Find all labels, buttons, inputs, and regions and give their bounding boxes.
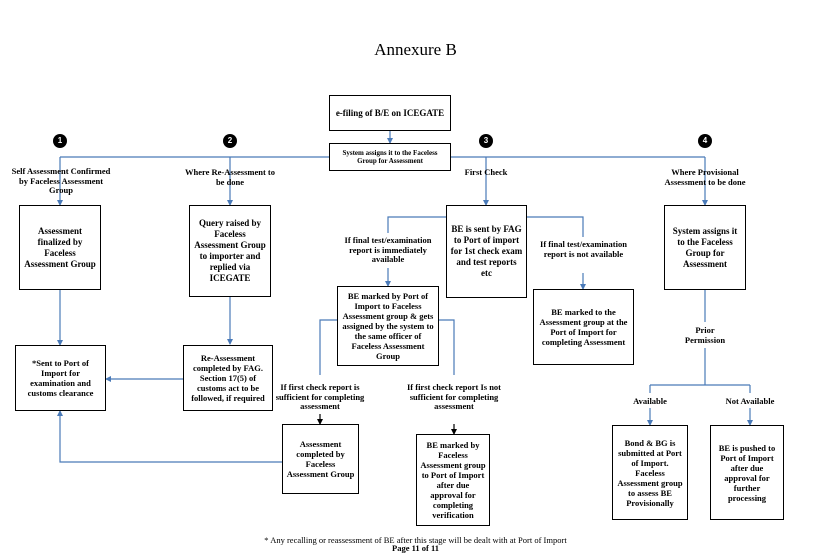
- be-pushed-box: BE is pushed to Port of Import after due…: [710, 425, 784, 520]
- page-title: Annexure B: [374, 40, 457, 59]
- connector-be-marked-left: [319, 319, 337, 375]
- system-assigns-box: System assigns it to the Faceless Group …: [329, 143, 451, 171]
- label-final-test-available: If final test/examination report is imme…: [344, 235, 432, 264]
- label-first-check: First Check: [464, 167, 508, 177]
- connector-be-right-branch: [526, 216, 584, 237]
- system-assigns-provisional-box: System assigns it to the Faceless Group …: [664, 205, 746, 290]
- page-number: Page 11 of 11: [392, 543, 439, 553]
- assessment-completed-faceless-box: Assessment completed by Faceless Assessm…: [282, 424, 359, 494]
- footer-note: * Any recalling or reassessment of BE af…: [264, 535, 567, 545]
- bond-bg-box: Bond & BG is submitted at Port of Import…: [612, 425, 688, 520]
- label-where-provisional: Where Provisional Assessment to be done: [664, 167, 746, 187]
- assessment-finalized-box: Assessment finalized by Faceless Assessm…: [19, 205, 101, 290]
- step-2-badge: 2: [223, 134, 237, 148]
- be-marked-faceless-verification-box: BE marked by Faceless Assessment group t…: [416, 434, 490, 526]
- be-sent-fag-box: BE is sent by FAG to Port of import for …: [446, 205, 527, 298]
- reassessment-completed-box: Re-Assessment completed by FAG. Section …: [183, 345, 273, 411]
- label-prior-permission: Prior Permission: [684, 325, 726, 345]
- label-final-test-not-available: If final test/examination report is not …: [540, 239, 627, 259]
- query-raised-box: Query raised by Faceless Assessment Grou…: [189, 205, 271, 297]
- connector-be-left-branch: [387, 216, 446, 233]
- efiling-box: e-filing of B/E on ICEGATE: [329, 95, 451, 131]
- label-not-available: Not Available: [725, 396, 775, 406]
- label-where-reassessment: Where Re-Assessment to be done: [184, 167, 276, 187]
- be-marked-assessment-group-box: BE marked to the Assessment group at the…: [533, 289, 634, 365]
- label-first-check-sufficient: If first check report is sufficient for …: [275, 382, 365, 411]
- label-available: Available: [633, 396, 667, 406]
- connector-assessment-completed-to-port: [57, 410, 282, 463]
- label-self-assessment: Self Assessment Confirmed by Faceless As…: [11, 166, 111, 195]
- sent-to-port-box: *Sent to Port of Import for examination …: [15, 345, 106, 411]
- label-first-check-not-sufficient: If first check report Is not sufficient …: [406, 382, 502, 411]
- step-4-badge: 4: [698, 134, 712, 148]
- connector-be-marked-right: [439, 319, 455, 375]
- be-marked-port-faceless-box: BE marked by Port of Import to Faceless …: [337, 286, 439, 366]
- step-1-badge: 1: [53, 134, 67, 148]
- step-3-badge: 3: [479, 134, 493, 148]
